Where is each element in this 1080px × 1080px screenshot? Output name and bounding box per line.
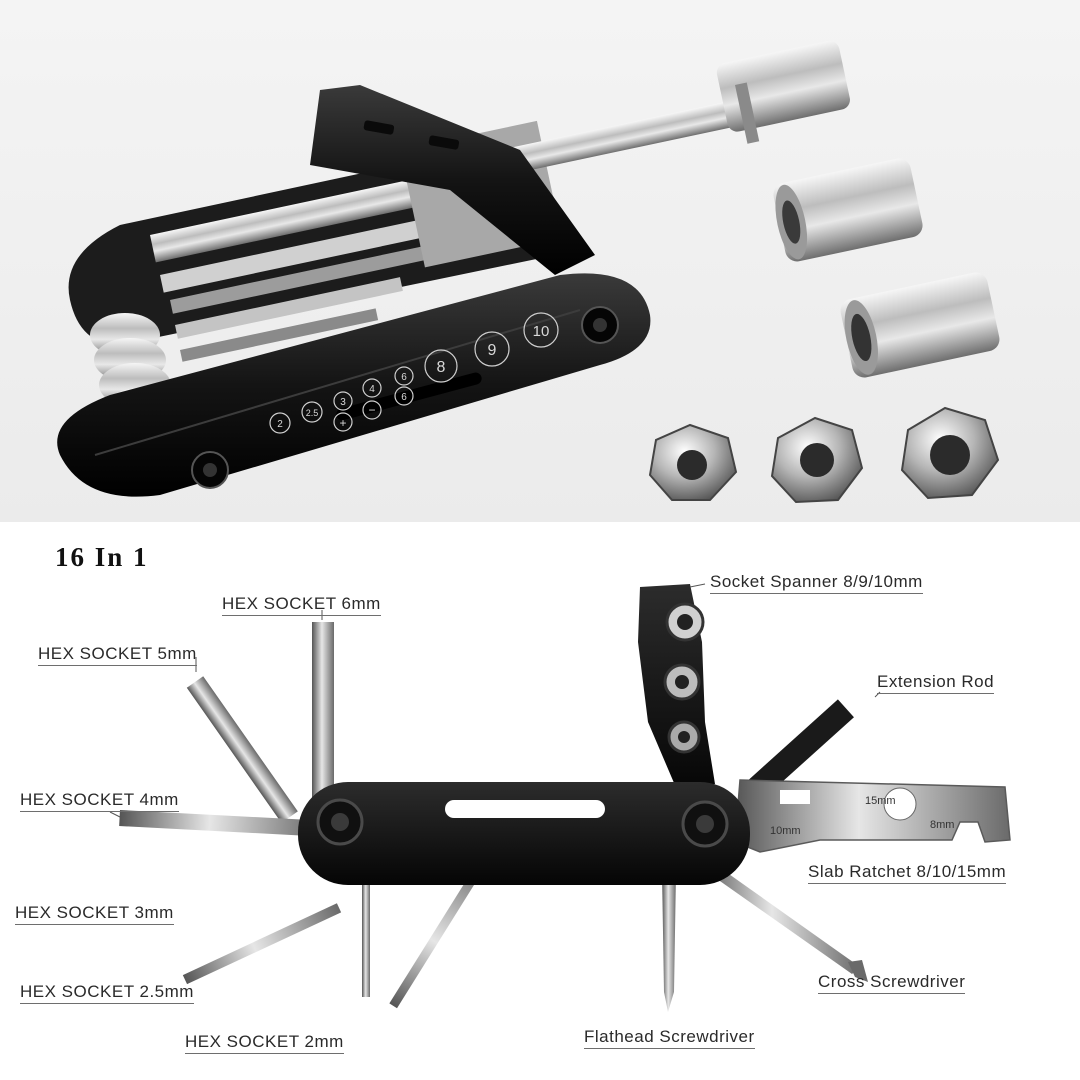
socket-spanner-arm [638, 584, 715, 797]
ratchet-stamp: 10mm [770, 825, 801, 837]
hex-2mm-bit [362, 867, 370, 997]
size-label: 9 [488, 342, 497, 359]
tool-breakdown-diagram: 16 In 1 [0, 522, 1080, 1080]
hex-4mm-bit [119, 810, 320, 837]
exploded-tool-illustration: 15mm 10mm 8mm [109, 583, 1011, 1012]
label-socket-spanner: Socket Spanner 8/9/10mm [710, 572, 923, 594]
extension-rod-bit [748, 699, 854, 798]
label-hex-socket-2mm: HEX SOCKET 2mm [185, 1032, 344, 1054]
label-hex-socket-3mm: HEX SOCKET 3mm [15, 903, 174, 925]
hex-keys [119, 622, 488, 1009]
size-label: 2 [277, 419, 283, 430]
hex-5mm-bit [186, 676, 298, 823]
label-hex-socket-5mm: HEX SOCKET 5mm [38, 644, 197, 666]
symbol-label: + [339, 416, 346, 430]
hex-2.5mm-bit [389, 859, 488, 1009]
label-slab-ratchet: Slab Ratchet 8/10/15mm [808, 862, 1007, 884]
slab-ratchet-bit: 15mm 10mm 8mm [734, 779, 1011, 853]
multitool-photo-illustration: 2 2.5 3 4 6 8 9 10 + − 6 [57, 40, 1000, 504]
engraved-size-markings [269, 312, 559, 434]
symbol-label: 6 [401, 392, 407, 403]
label-cross-screwdriver: Cross Screwdriver [818, 972, 966, 994]
size-label: 2.5 [306, 408, 319, 418]
hex-6mm-bit [312, 622, 334, 802]
loose-sockets [773, 158, 1000, 378]
tool-body [298, 782, 750, 885]
symbol-label: − [368, 403, 375, 417]
label-extension-rod: Extension Rod [877, 672, 995, 694]
bundle-title: 16 In 1 [55, 542, 149, 572]
hex-nuts [648, 406, 1000, 504]
flathead-bit [662, 872, 676, 1012]
tool-handle [57, 273, 651, 497]
label-hex-socket-6mm: HEX SOCKET 6mm [222, 594, 381, 616]
hex-3mm-bit [182, 903, 342, 985]
ratchet-stamp: 15mm [865, 795, 896, 807]
size-label: 8 [437, 359, 446, 376]
size-label: 3 [340, 397, 346, 408]
size-label: 6 [401, 372, 407, 383]
label-hex-socket-2.5mm: HEX SOCKET 2.5mm [20, 982, 194, 1004]
label-hex-socket-4mm: HEX SOCKET 4mm [20, 790, 179, 812]
extension-rod [500, 40, 850, 176]
size-label: 10 [533, 323, 550, 340]
screwdriver-bits [662, 862, 868, 1012]
size-label: 4 [369, 384, 375, 395]
cross-bit [700, 862, 860, 974]
product-photo: 2 2.5 3 4 6 8 9 10 + − 6 [0, 0, 1080, 522]
label-flathead-screwdriver: Flathead Screwdriver [584, 1027, 755, 1049]
ratchet-stamp: 8mm [930, 819, 954, 831]
